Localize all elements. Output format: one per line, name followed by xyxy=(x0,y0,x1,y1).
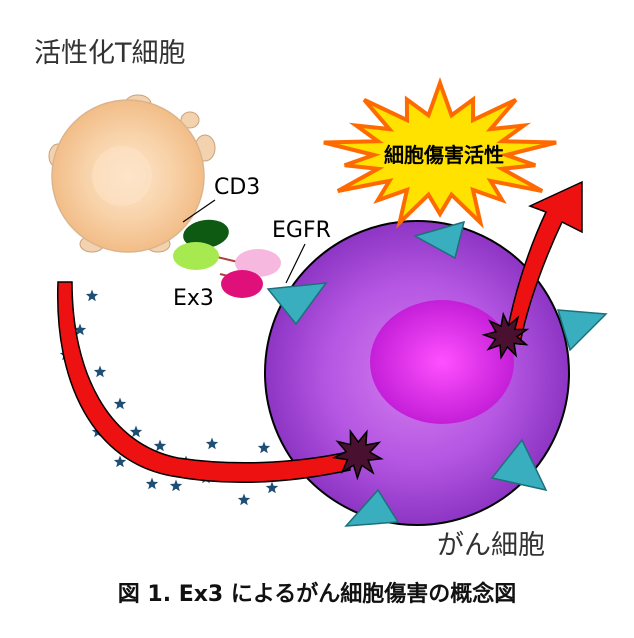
impact-mark xyxy=(331,428,384,481)
cytotoxicity-label: 細胞傷害活性 xyxy=(384,143,504,167)
cd3-label: CD3 xyxy=(214,175,261,200)
cd3-leader-line xyxy=(182,199,216,223)
egfr-receptor xyxy=(556,309,608,352)
granule-star xyxy=(205,437,219,450)
granule-star xyxy=(85,289,99,302)
egfr-receptor xyxy=(266,282,328,326)
egfr-leader-line xyxy=(285,243,306,284)
egfr-receptor xyxy=(344,488,400,527)
granule-star xyxy=(265,481,279,494)
granule-star xyxy=(93,365,107,378)
t-cell-core xyxy=(92,146,152,206)
granule-star xyxy=(153,439,167,452)
attack-arrow-lower xyxy=(56,281,351,483)
impact-mark xyxy=(481,311,530,360)
ex3-label: Ex3 xyxy=(173,286,214,311)
cancer-cell-nucleus xyxy=(370,300,514,424)
ex3-magenta-domain xyxy=(221,270,263,298)
figure-caption: 図 1. Ex3 によるがん細胞傷害の概念図 xyxy=(117,582,517,607)
granule-star xyxy=(257,441,271,454)
granule-star xyxy=(113,397,127,410)
egfr-receptor xyxy=(413,220,466,260)
activated-t-cell-label: 活性化T細胞 xyxy=(34,38,186,69)
granule-star xyxy=(237,493,251,506)
cancer-cell-label: がん細胞 xyxy=(437,530,545,561)
granule-star xyxy=(73,323,87,336)
granule-star xyxy=(113,455,127,468)
cd3-molecule xyxy=(183,219,229,249)
cytotoxicity-burst xyxy=(323,77,557,229)
ex3-pink-domain xyxy=(235,249,281,277)
ex3-antibody xyxy=(173,219,281,298)
attack-arrow-upper xyxy=(505,180,583,345)
ex3-lime-domain xyxy=(173,242,219,270)
granule-star xyxy=(145,477,159,490)
granule-star xyxy=(169,479,183,492)
egfr-receptors xyxy=(266,220,608,527)
egfr-receptor xyxy=(490,438,548,492)
egfr-label: EGFR xyxy=(272,218,331,243)
granule-star xyxy=(129,425,143,438)
